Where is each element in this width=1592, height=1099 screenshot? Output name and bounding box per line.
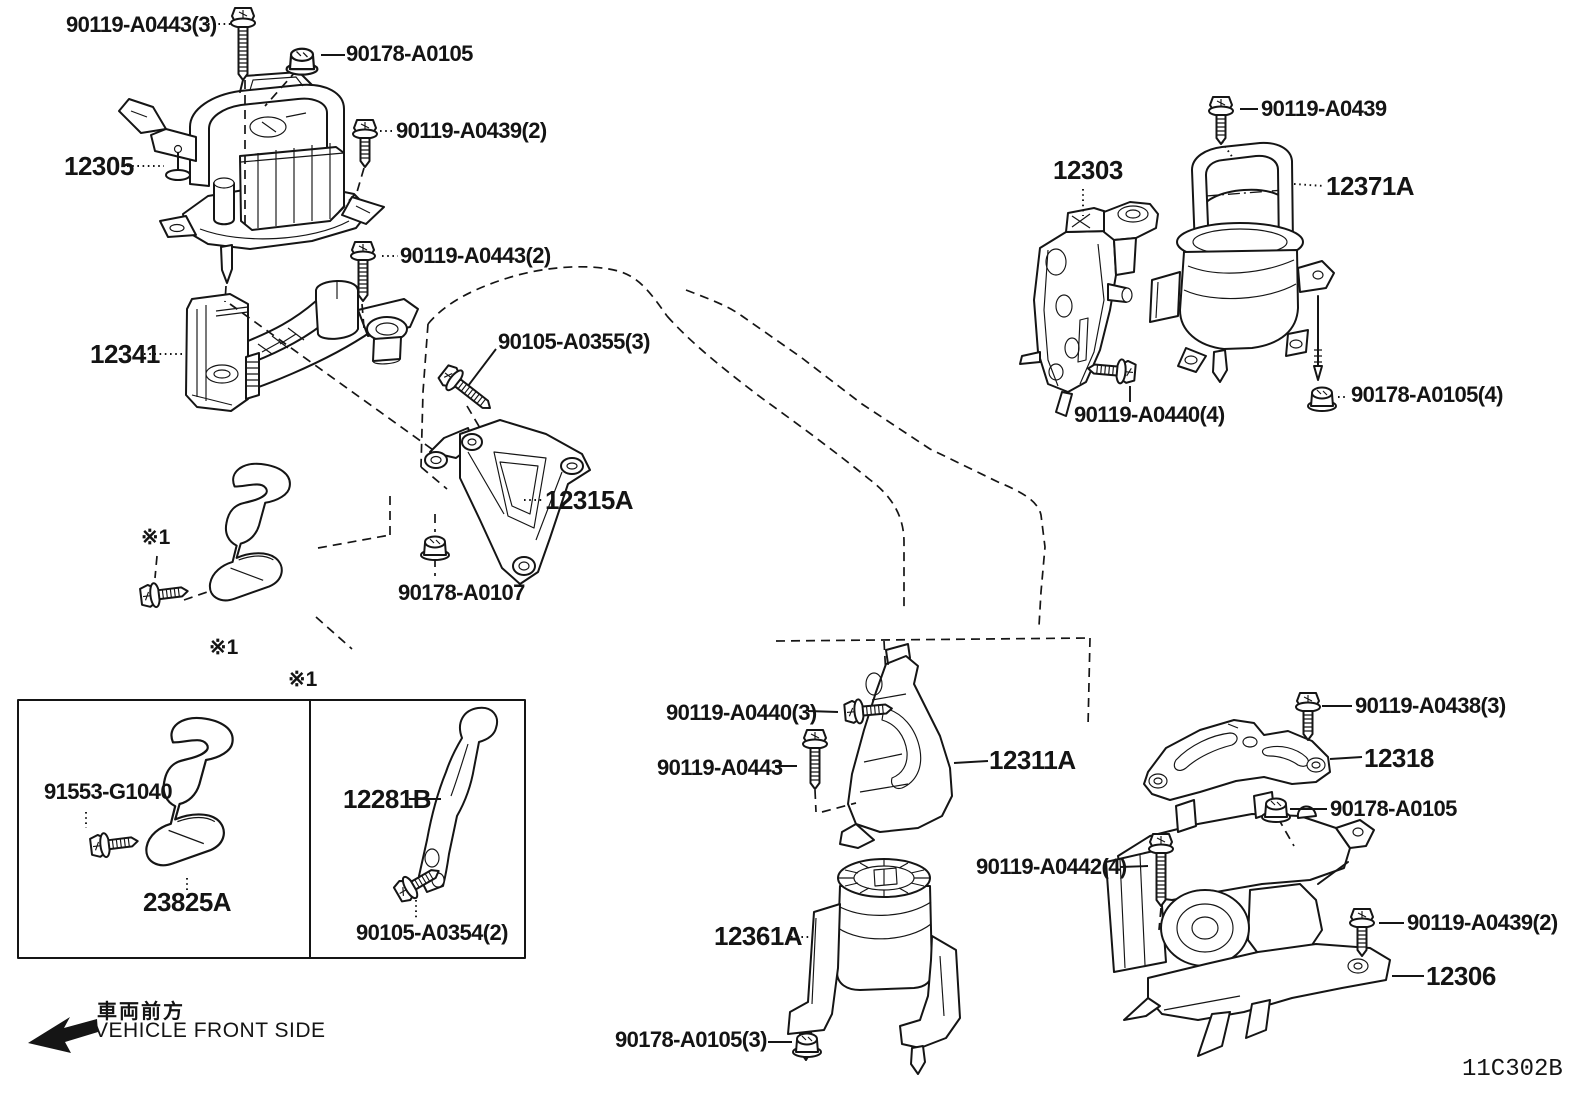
part-label-12341: 12341 (90, 339, 160, 369)
bolt-drawing-90119-A0443 (802, 729, 828, 790)
vehicle-front-note-jp: 車両前方 (97, 1001, 185, 1023)
label-90119-A0443: 90119-A0443 (657, 755, 783, 780)
vehicle-front-note-en: VEHICLE FRONT SIDE (94, 1019, 326, 1042)
part-drawing-12311A (839, 643, 953, 849)
bolt-drawing-90119-A0439-tr (1208, 96, 1234, 145)
engine-outline-dashed (420, 265, 1091, 728)
nut-drawing-90178-A0105x3 (792, 1032, 822, 1058)
part-drawing-12281B (418, 706, 498, 893)
label-90178-A0105x3: 90178-A0105(3) (615, 1027, 767, 1052)
label-90119-A0443x3: 90119-A0443(3) (66, 12, 217, 37)
label-90178-A0105x4: 90178-A0105(4) (1351, 382, 1503, 407)
vehicle-front-arrow-icon (28, 1017, 98, 1053)
label-90119-A0440x3: 90119-A0440(3) (666, 700, 817, 725)
part-label-12311A: 12311A (989, 745, 1076, 775)
part-label-12371A: 12371A (1326, 171, 1415, 201)
bolt-drawing-90119-A0438x3 (1295, 692, 1321, 741)
part-drawing-12305 (118, 71, 385, 284)
part-label-12305: 12305 (64, 151, 134, 181)
bolt-drawing-ref1 (138, 578, 191, 610)
label-90119-A0440x4: 90119-A0440(4) (1074, 402, 1225, 427)
bolt-drawing-90119-A0439x2-top (352, 119, 378, 168)
ref-marker-1a: ※1 (141, 526, 171, 549)
label-90119-A0443x2: 90119-A0443(2) (400, 243, 551, 268)
bolt-drawing-90119-A0443x3 (230, 7, 256, 81)
assembly-dashed-lines (112, 69, 1295, 931)
label-90119-A0442x4: 90119-A0442(4) (976, 854, 1127, 879)
part-label-12315A: 12315A (545, 485, 634, 515)
bolt-drawing-91553-G1040 (88, 828, 141, 860)
nut-drawing-90178-A0105-mid (1261, 797, 1291, 823)
part-drawing-12341 (185, 280, 419, 412)
part-drawing-12318 (1143, 719, 1331, 801)
label-90178-A0105-mid: 90178-A0105 (1330, 796, 1457, 821)
label-90119-A0439x2-top: 90119-A0439(2) (396, 118, 547, 143)
bolt-drawing-90105-A0355x3 (435, 361, 499, 419)
nut-drawing-90178-A0105-top (285, 47, 319, 76)
label-90105-A0355x3: 90105-A0355(3) (498, 329, 650, 354)
ref-marker-1c: ※1 (288, 668, 318, 691)
part-label-12361A: 12361A (714, 921, 803, 951)
label-90119-A0438x3: 90119-A0438(3) (1355, 693, 1506, 718)
part-label-23825A: 23825A (143, 887, 232, 917)
label-91553-G1040: 91553-G1040 (44, 779, 173, 804)
part-drawing-12306 (1105, 791, 1391, 1057)
part-drawing-12315A (424, 419, 591, 585)
part-label-12318: 12318 (1364, 743, 1434, 773)
part-drawing-stay-ref1 (208, 462, 291, 602)
part-drawing-12371A (1149, 141, 1335, 383)
label-90119-A0439-tr: 90119-A0439 (1261, 96, 1387, 121)
leader-lines (85, 23, 1424, 1043)
part-label-12303: 12303 (1053, 155, 1123, 185)
part-drawing-12303 (1019, 201, 1159, 417)
nut-drawing-90178-A0105x4 (1307, 386, 1337, 412)
drawing-code: 11C302B (1462, 1056, 1563, 1083)
label-90119-A0439x2-br: 90119-A0439(2) (1407, 910, 1558, 935)
part-drawing-12361A (787, 858, 961, 1075)
part-label-12306: 12306 (1426, 961, 1496, 991)
part-label-12281B: 12281B (343, 784, 432, 814)
label-90178-A0105-top: 90178-A0105 (346, 41, 473, 66)
ref-marker-1b: ※1 (209, 636, 239, 659)
label-90105-A0354x2: 90105-A0354(2) (356, 920, 508, 945)
footnote-parts-box (17, 699, 526, 959)
label-90178-A0107: 90178-A0107 (398, 580, 525, 605)
nut-drawing-90178-A0107 (420, 535, 450, 561)
